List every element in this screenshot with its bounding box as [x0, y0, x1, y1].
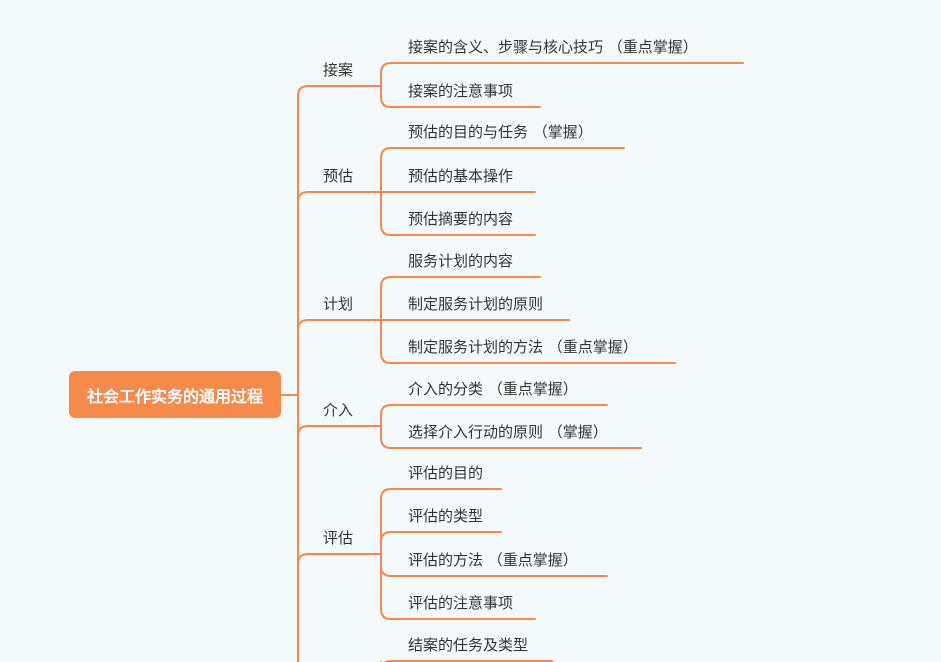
leaf-connector: [380, 531, 502, 543]
leaf-topic[interactable]: 评估的注意事项: [408, 594, 514, 612]
leaf-connector: [380, 276, 541, 288]
leaf-topic[interactable]: 评估的方法 （重点掌握）: [408, 551, 578, 569]
leaf-topic[interactable]: 接案的注意事项: [408, 82, 514, 100]
leaf-connector: [380, 565, 608, 577]
leaf-topic[interactable]: 制定服务计划的原则: [408, 295, 544, 313]
branch-connector: [297, 85, 382, 97]
leaf-topic[interactable]: 服务计划的内容: [408, 252, 514, 270]
leaf-topic[interactable]: 选择介入行动的原则 （掌握）: [408, 423, 608, 441]
leaf-connector: [380, 62, 744, 74]
branch-connector: [297, 425, 382, 437]
leaf-connector: [380, 96, 541, 108]
branch-topic[interactable]: 评估: [323, 529, 354, 547]
leaf-connector: [380, 352, 676, 364]
root-topic[interactable]: 社会工作实务的通用过程: [69, 371, 281, 418]
leaf-connector: [380, 488, 502, 500]
leaf-topic[interactable]: 预估的基本操作: [408, 167, 514, 185]
leaf-connector: [380, 147, 625, 159]
leaf-topic[interactable]: 结案的任务及类型: [408, 636, 529, 654]
leaf-connector: [380, 224, 536, 236]
leaf-topic[interactable]: 评估的类型: [408, 507, 484, 525]
branch-connector: [297, 553, 382, 565]
leaf-topic[interactable]: 评估的目的: [408, 464, 484, 482]
branch-topic[interactable]: 介入: [323, 401, 354, 419]
leaf-connector: [383, 660, 553, 662]
branch-topic[interactable]: 预估: [323, 167, 354, 185]
leaf-topic[interactable]: 接案的含义、步骤与核心技巧 （重点掌握）: [408, 38, 698, 56]
branch-topic[interactable]: 计划: [323, 295, 354, 313]
leaf-topic[interactable]: 制定服务计划的方法 （重点掌握）: [408, 338, 638, 356]
branch-topic[interactable]: 接案: [323, 61, 354, 79]
branch-connector: [297, 191, 382, 203]
branch-connector: [297, 319, 382, 331]
leaf-topic[interactable]: 介入的分类 （重点掌握）: [408, 380, 578, 398]
leaf-connector: [380, 608, 536, 620]
leaf-topic[interactable]: 预估的目的与任务 （掌握）: [408, 123, 593, 141]
leaf-connector: [380, 404, 608, 416]
leaf-connector: [380, 437, 642, 449]
leaf-topic[interactable]: 预估摘要的内容: [408, 210, 514, 228]
